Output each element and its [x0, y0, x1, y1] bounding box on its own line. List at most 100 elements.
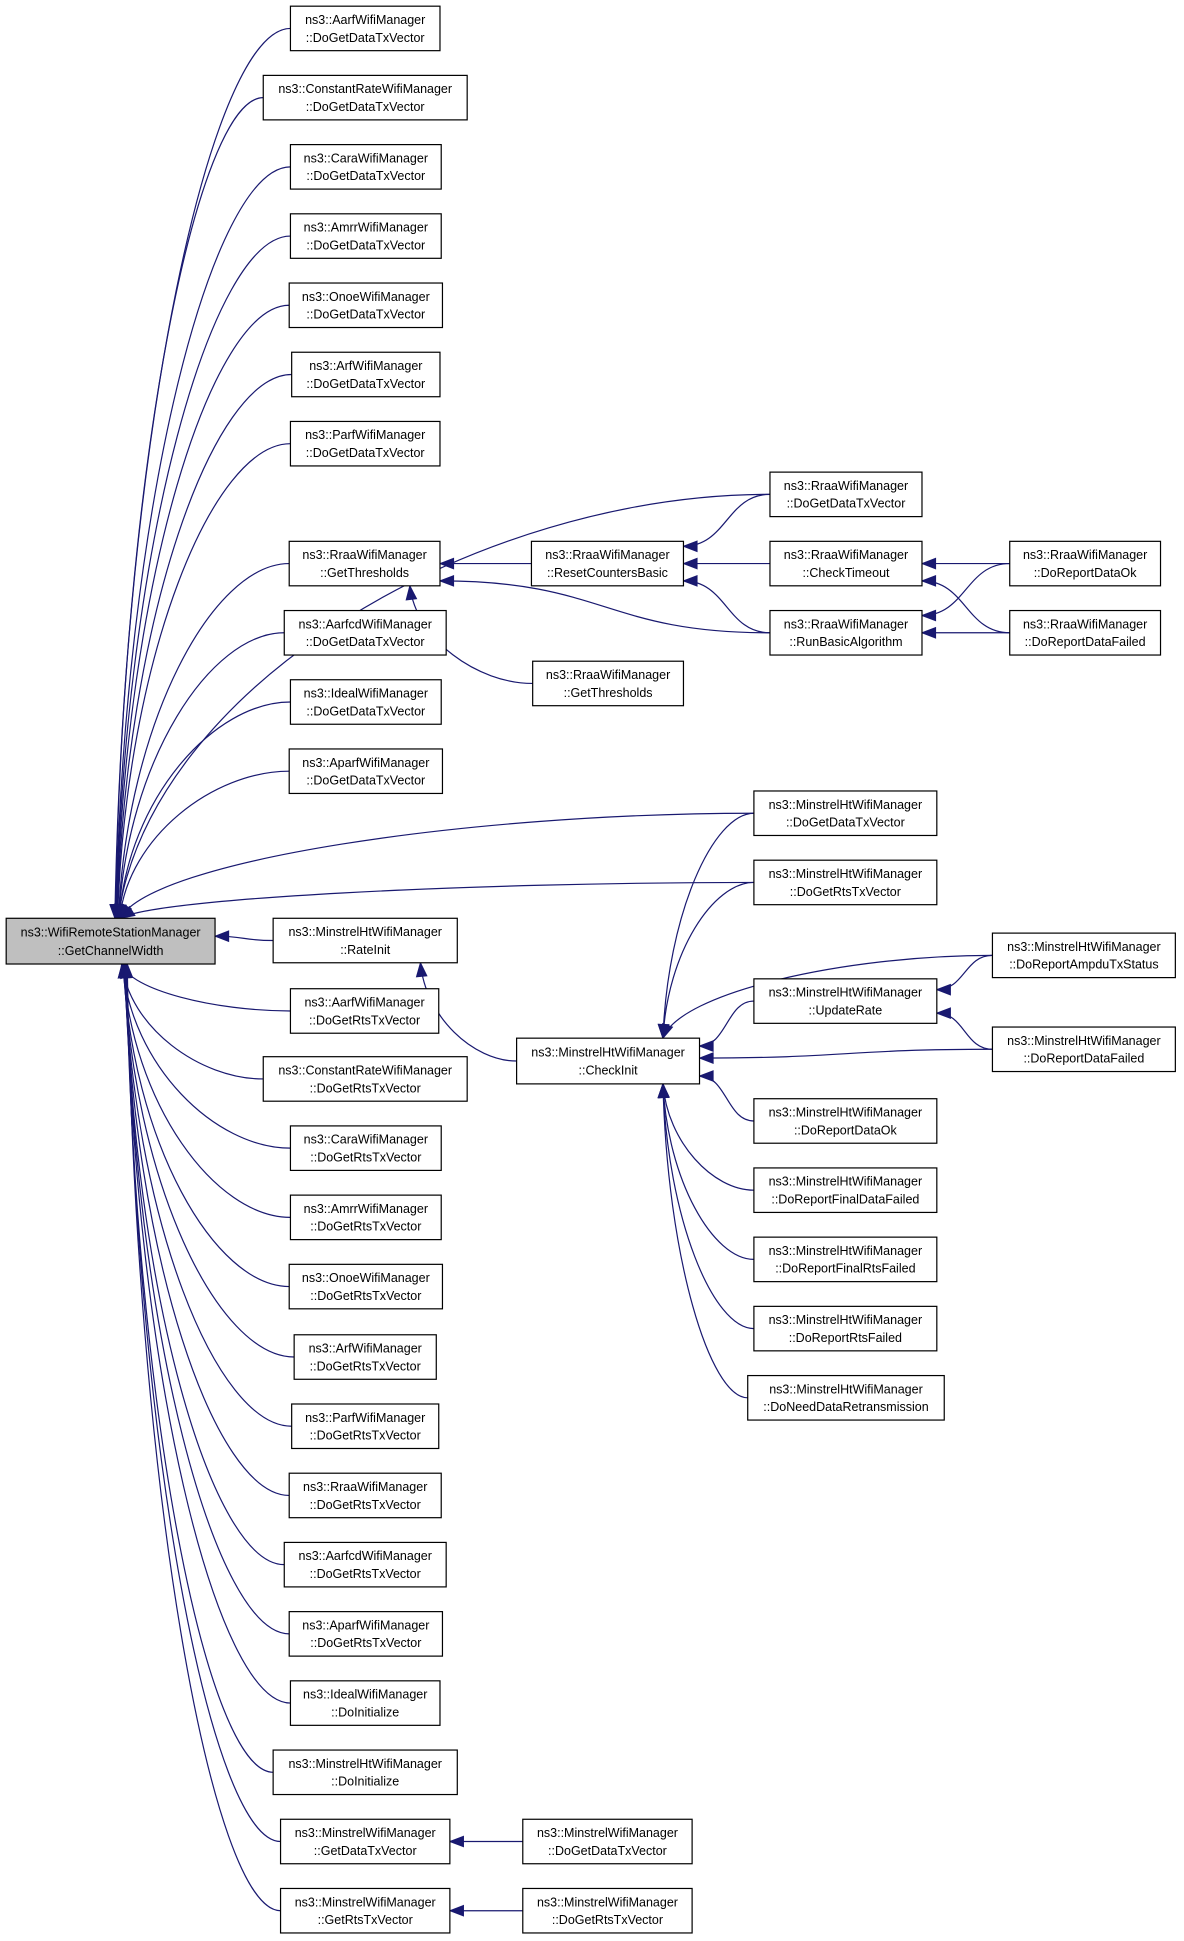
node-method-label: ::DoGetRtsTxVector [309, 1013, 420, 1027]
node-class-label: ns3::AarfWifiManager [304, 996, 424, 1010]
node-onoe-rts[interactable]: ns3::OnoeWifiManager::DoGetRtsTxVector [288, 1263, 444, 1310]
node-method-label: ::CheckInit [579, 1064, 639, 1078]
node-method-label: ::DoNeedDataRetransmission [763, 1400, 928, 1414]
node-box [769, 471, 923, 518]
node-box [289, 1194, 442, 1241]
node-mht-updaterate[interactable]: ns3::MinstrelHtWifiManager::UpdateRate [753, 978, 938, 1024]
node-class-label: ns3::RraaWifiManager [784, 548, 908, 562]
node-class-label: ns3::ParfWifiManager [305, 428, 425, 442]
node-min-getrts[interactable]: ns3::MinstrelWifiManager::GetRtsTxVector [279, 1887, 451, 1934]
node-aarf-data[interactable]: ns3::AarfWifiManager::DoGetDataTxVector [289, 5, 441, 52]
node-mht-init[interactable]: ns3::MinstrelHtWifiManager::DoInitialize [272, 1749, 458, 1796]
node-cara-rts[interactable]: ns3::CaraWifiManager::DoGetRtsTxVector [289, 1125, 442, 1172]
node-class-label: ns3::ConstantRateWifiManager [278, 1063, 452, 1077]
node-mht-needretrans[interactable]: ns3::MinstrelHtWifiManager::DoNeedDataRe… [747, 1374, 945, 1421]
node-mht-rtsfail[interactable]: ns3::MinstrelHtWifiManager::DoReportRtsF… [753, 1305, 938, 1352]
arrowhead-min_dodata-to-min_getdata [448, 1835, 464, 1848]
node-method-label: ::DoGetDataTxVector [548, 1844, 667, 1858]
node-cara-data[interactable]: ns3::CaraWifiManager::DoGetDataTxVector [289, 144, 442, 190]
node-rraa-getthr2[interactable]: ns3::RraaWifiManager::GetThresholds [532, 660, 685, 707]
node-box [283, 609, 447, 656]
node-aarfcd-data[interactable]: ns3::AarfcdWifiManager::DoGetDataTxVecto… [283, 609, 447, 656]
node-mht-dataok[interactable]: ns3::MinstrelHtWifiManager::DoReportData… [753, 1098, 938, 1144]
node-amrr-rts[interactable]: ns3::AmrrWifiManager::DoGetRtsTxVector [289, 1194, 442, 1241]
node-mht-finaldatafail[interactable]: ns3::MinstrelHtWifiManager::DoReportFina… [753, 1167, 938, 1214]
node-method-label: ::DoGetRtsTxVector [310, 1359, 421, 1373]
node-parf-rts[interactable]: ns3::ParfWifiManager::DoGetRtsTxVector [291, 1403, 440, 1450]
edge-ideal_data-to-root [118, 701, 291, 919]
node-method-label: ::DoReportAmpduTxStatus [1009, 958, 1158, 972]
node-mht-rts[interactable]: ns3::MinstrelHtWifiManager::DoGetRtsTxVe… [753, 859, 938, 906]
node-mht-finalrtsfail[interactable]: ns3::MinstrelHtWifiManager::DoReportFina… [753, 1236, 938, 1283]
node-class-label: ns3::MinstrelWifiManager [537, 1826, 678, 1840]
node-amrr-data[interactable]: ns3::AmrrWifiManager::DoGetDataTxVector [289, 213, 442, 259]
node-parf-data[interactable]: ns3::ParfWifiManager::DoGetDataTxVector [289, 420, 441, 467]
node-root[interactable]: ns3::WifiRemoteStationManager::GetChanne… [5, 917, 216, 965]
node-box [272, 1749, 458, 1796]
edges-layer [109, 27, 1010, 1917]
arrowhead-rraa_runbasic-to-rraa_reset [682, 574, 698, 587]
node-ideal-init[interactable]: ns3::IdealWifiManager::DoInitialize [289, 1680, 441, 1726]
node-rraa-runbasic[interactable]: ns3::RraaWifiManager::RunBasicAlgorithm [769, 609, 923, 656]
node-box [289, 420, 441, 467]
node-rraa-data[interactable]: ns3::RraaWifiManager::DoGetDataTxVector [769, 471, 923, 518]
node-method-label: ::DoReportDataFailed [1025, 635, 1146, 649]
node-ideal-data[interactable]: ns3::IdealWifiManager::DoGetDataTxVector [289, 679, 442, 725]
node-class-label: ns3::MinstrelWifiManager [537, 1895, 678, 1909]
node-onoe-data[interactable]: ns3::OnoeWifiManager::DoGetDataTxVector [288, 282, 444, 329]
node-method-label: ::RunBasicAlgorithm [789, 635, 902, 649]
node-constrate-rts[interactable]: ns3::ConstantRateWifiManager::DoGetRtsTx… [262, 1056, 468, 1102]
node-min-getdata[interactable]: ns3::MinstrelWifiManager::GetDataTxVecto… [279, 1818, 451, 1865]
nodes-layer: ns3::WifiRemoteStationManager::GetChanne… [5, 5, 1176, 1934]
arrowhead-rraa_reset-to-rraa_getthr [438, 557, 455, 570]
node-aparf-data[interactable]: ns3::AparfWifiManager::DoGetDataTxVector [288, 748, 444, 795]
node-method-label: ::DoGetRtsTxVector [310, 1567, 421, 1581]
edge-amrr_data-to-root [115, 235, 291, 919]
edge-mht_rts-to-mht_checkinit [662, 881, 754, 1039]
node-method-label: ::DoGetDataTxVector [306, 704, 425, 718]
node-method-label: ::UpdateRate [809, 1003, 883, 1017]
node-aparf-rts[interactable]: ns3::AparfWifiManager::DoGetRtsTxVector [288, 1611, 444, 1657]
node-method-label: ::DoGetRtsTxVector [310, 1151, 421, 1165]
arrowhead-mht_dataok-to-mht_checkinit [698, 1070, 714, 1082]
node-method-label: ::DoGetDataTxVector [786, 816, 905, 830]
node-mht-rateinit[interactable]: ns3::MinstrelHtWifiManager::RateInit [272, 917, 458, 964]
node-method-label: ::DoGetRtsTxVector [310, 1081, 421, 1095]
node-min-dorts[interactable]: ns3::MinstrelWifiManager::DoGetRtsTxVect… [522, 1887, 693, 1934]
node-rraa-datafail[interactable]: ns3::RraaWifiManager::DoReportDataFailed [1009, 609, 1162, 656]
node-min-dodata[interactable]: ns3::MinstrelWifiManager::DoGetDataTxVec… [522, 1818, 693, 1865]
node-arf-data[interactable]: ns3::ArfWifiManager::DoGetDataTxVector [291, 351, 441, 398]
node-class-label: ns3::MinstrelWifiManager [295, 1895, 436, 1909]
edge-aarfcd_rts-to-root [124, 963, 285, 1566]
node-arf-rts[interactable]: ns3::ArfWifiManager::DoGetRtsTxVector [293, 1334, 437, 1380]
node-aarf-rts[interactable]: ns3::AarfWifiManager::DoGetRtsTxVector [289, 988, 440, 1034]
node-box [753, 1305, 938, 1352]
node-class-label: ns3::ArfWifiManager [309, 359, 422, 373]
arrowhead-mht_ampdu-to-mht_checkinit [662, 1022, 674, 1040]
node-mht-data[interactable]: ns3::MinstrelHtWifiManager::DoGetDataTxV… [753, 790, 938, 837]
node-class-label: ns3::AarfWifiManager [305, 13, 425, 27]
node-rraa-getthr[interactable]: ns3::RraaWifiManager::GetThresholds [288, 540, 441, 587]
node-mht-checkinit[interactable]: ns3::MinstrelHtWifiManager::CheckInit [516, 1037, 701, 1085]
arrowhead-mht_rts-to-root [119, 905, 136, 920]
node-rraa-dataok[interactable]: ns3::RraaWifiManager::DoReportDataOk [1009, 540, 1162, 587]
node-aarfcd-rts[interactable]: ns3::AarfcdWifiManager::DoGetRtsTxVector [283, 1541, 447, 1588]
node-class-label: ns3::AarfcdWifiManager [299, 617, 432, 631]
node-constrate-data[interactable]: ns3::ConstantRateWifiManager::DoGetDataT… [262, 74, 468, 121]
node-method-label: ::RateInit [340, 943, 391, 957]
node-box [289, 679, 442, 725]
node-mht-ampdu[interactable]: ns3::MinstrelHtWifiManager::DoReportAmpd… [991, 932, 1176, 979]
node-box [1009, 609, 1162, 656]
node-method-label: ::DoGetDataTxVector [306, 308, 425, 322]
node-rraa-rts[interactable]: ns3::RraaWifiManager::DoGetRtsTxVector [288, 1472, 442, 1519]
node-rraa-checktimeout[interactable]: ns3::RraaWifiManager::CheckTimeout [769, 540, 923, 587]
node-box [291, 351, 441, 398]
node-class-label: ns3::WifiRemoteStationManager [21, 926, 201, 940]
arrowhead-rraa_datafail-to-rraa_runbasic [920, 626, 937, 639]
node-class-label: ns3::RraaWifiManager [302, 548, 426, 562]
node-rraa-reset[interactable]: ns3::RraaWifiManager::ResetCountersBasic [530, 540, 685, 587]
node-box [753, 859, 938, 906]
node-method-label: ::DoGetDataTxVector [306, 100, 425, 114]
node-mht-datafail[interactable]: ns3::MinstrelHtWifiManager::DoReportData… [991, 1026, 1176, 1073]
